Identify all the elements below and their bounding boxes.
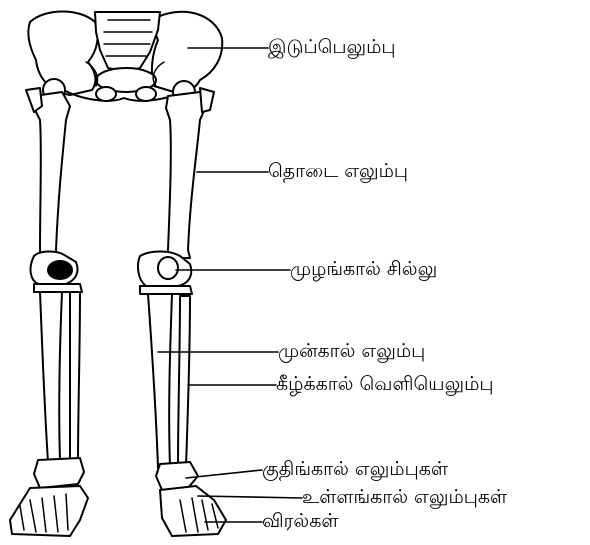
leader-foot-bones <box>198 496 302 498</box>
left-lower-leg <box>40 292 80 462</box>
label-ankle-bones: குதிங்கால் எலும்புகள் <box>262 460 448 479</box>
label-shin-bone: முன்கால் எலும்பு <box>278 342 425 361</box>
label-fibula: கீழ்க்கால் வெளியெலும்பு <box>276 375 494 394</box>
left-foot <box>10 458 88 536</box>
label-hip-bone: இடுப்பெலும்பு <box>268 38 396 57</box>
right-foot <box>156 462 226 536</box>
label-toes: விரல்கள் <box>262 512 339 531</box>
label-foot-bones: உள்ளங்கால் எலும்புகள் <box>302 488 507 507</box>
right-femur <box>166 81 214 258</box>
right-knee <box>138 252 192 295</box>
label-knee-cap: முழங்கால் சில்லு <box>290 260 437 279</box>
left-femur <box>26 79 70 258</box>
label-thigh-bone: தொடை எலும்பு <box>268 162 408 181</box>
right-lower-leg <box>148 294 190 468</box>
left-knee <box>31 252 82 293</box>
